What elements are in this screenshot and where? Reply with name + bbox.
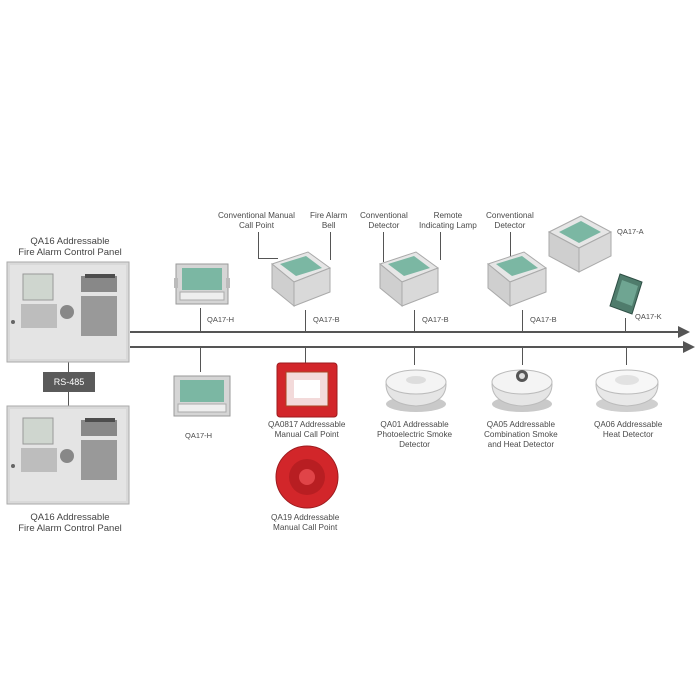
link-callpoint <box>305 347 306 365</box>
bus-line-bottom <box>130 346 685 348</box>
combination-detector-qa05-icon <box>491 369 553 412</box>
link-qa17b3 <box>522 310 523 332</box>
smoke-detector-qa01-icon <box>385 369 447 412</box>
link-qa01 <box>414 347 415 365</box>
link-qa05 <box>522 347 523 365</box>
link-qa06 <box>626 347 627 365</box>
link-qa17b2 <box>414 310 415 332</box>
module-qa17b-3-icon <box>486 251 548 308</box>
module-qa17b-1-icon <box>270 251 332 308</box>
manual-call-point-qa19-icon <box>275 445 339 509</box>
bus-arrow-top-icon <box>678 326 690 338</box>
label-qa17b-2: QA17-B <box>422 315 449 324</box>
label-qa17a: QA17-A <box>617 227 644 236</box>
bus-arrow-bottom-icon <box>683 341 695 353</box>
bus-line-top <box>130 331 680 333</box>
conn-detector1 <box>383 232 384 262</box>
label-qa17b-1: QA17-B <box>313 315 340 324</box>
label-qa17h-top: QA17-H <box>207 315 235 324</box>
label-qa17h-bottom: QA17-H <box>185 431 213 440</box>
label-qa17b-3: QA17-B <box>530 315 557 324</box>
link-qa17k <box>625 318 626 332</box>
module-qa17k-icon <box>609 273 643 315</box>
conn-lamp <box>440 232 441 260</box>
link-qa17b1 <box>305 310 306 332</box>
link-qa17h-bottom <box>200 347 201 372</box>
module-qa17b-2-icon <box>378 251 440 308</box>
conn-manual-v <box>258 232 259 258</box>
heat-detector-qa06-icon <box>595 369 659 412</box>
link-qa17h-top <box>200 308 201 332</box>
module-qa17h-top-icon <box>174 263 230 305</box>
module-qa17h-bottom-icon <box>173 375 231 417</box>
rs485-label: RS-485 <box>43 372 95 392</box>
conn-manual-h <box>258 258 278 259</box>
conn-detector2 <box>510 232 511 257</box>
control-panel-bottom-icon <box>6 405 130 505</box>
conn-bell <box>330 232 331 260</box>
manual-call-point-qa0817-icon <box>276 362 338 418</box>
module-qa17a-icon <box>547 215 613 273</box>
label-qa17k: QA17-K <box>635 312 662 321</box>
control-panel-top-icon <box>6 261 130 363</box>
